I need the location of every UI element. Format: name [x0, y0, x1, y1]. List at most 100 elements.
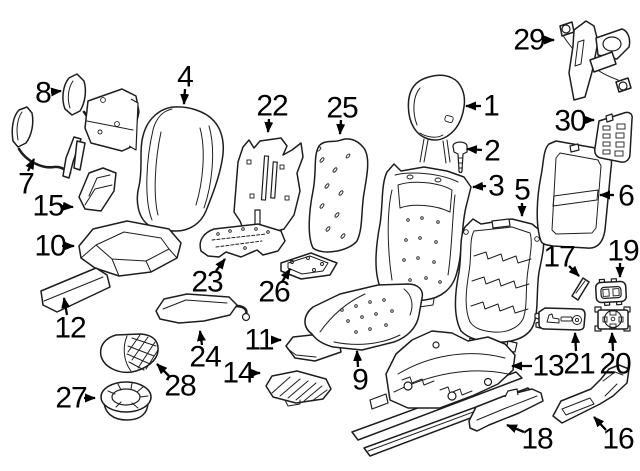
callout-arrow	[336, 119, 346, 135]
callout-label: 9	[352, 364, 368, 397]
callout-label: 14	[222, 357, 254, 390]
callout-arrow	[593, 416, 607, 431]
callout-arrow	[25, 158, 36, 172]
callout-seat-adjustment-mechanism: 13	[511, 350, 565, 383]
callout-label: 26	[258, 276, 290, 309]
part-1-headrest	[407, 74, 466, 164]
callout-label: 8	[35, 77, 51, 110]
callout-outer-side-trim: 16	[593, 416, 635, 456]
callout-seat-blower: 27	[55, 382, 96, 415]
callout-label: 2	[484, 135, 500, 168]
part-5-backrest-frame	[454, 218, 545, 353]
callout-label: 23	[191, 266, 223, 299]
part-21-seat-control-switch	[534, 307, 586, 331]
callout-backrest-cover: 3	[472, 170, 505, 203]
callout-arrow	[571, 332, 581, 352]
callout-label: 12	[54, 312, 86, 345]
part-9-seat-cushion-pad	[304, 283, 424, 351]
callout-trim-clip: 17	[543, 241, 580, 277]
callout-label: 21	[563, 348, 595, 381]
callout-arrow	[215, 258, 226, 272]
callout-seat-cushion-pad: 9	[352, 350, 369, 397]
part-28-mesh-pad	[99, 333, 159, 374]
part-17-trim-clip	[571, 277, 590, 301]
callout-backrest-frame: 5	[514, 174, 531, 217]
callout-label: 18	[521, 423, 553, 456]
callout-backrest-rear-panel: 6	[599, 180, 635, 213]
callout-trim-panel-with-cable: 24	[189, 330, 222, 374]
callout-arrow	[353, 350, 363, 368]
callout-lumbar-wire-support: 7	[18, 158, 36, 201]
callout-arrow	[280, 268, 291, 283]
callout-headrest-screw: 2	[466, 135, 501, 168]
callout-cushion-pad-panel: 25	[326, 92, 359, 135]
callout-backrest-panel: 22	[256, 90, 289, 133]
part-2-headrest-screw	[452, 141, 468, 174]
callout-label: 16	[602, 423, 634, 456]
callout-arrow	[180, 88, 190, 105]
callout-control-module: 30	[554, 105, 595, 138]
callout-seat-control-switch: 21	[563, 332, 596, 381]
callout-mesh-pad: 28	[156, 363, 197, 403]
callout-label: 29	[513, 24, 545, 57]
callout-arrow	[59, 201, 74, 211]
callout-side-bolster-panel: 8	[35, 77, 62, 110]
callout-arrow	[264, 118, 274, 133]
callout-cushion-insert-pad: 11	[244, 324, 282, 357]
callout-seat-rail-trim: 18	[506, 423, 554, 456]
callout-side-pocket-trim: 15	[32, 190, 74, 223]
part-7-lumbar-wire-support	[11, 106, 86, 179]
callout-label: 3	[488, 170, 504, 203]
callout-arrow	[568, 265, 580, 277]
part-29-drive-motor-assembly	[559, 20, 632, 101]
callout-arrow	[506, 423, 525, 434]
part-15-side-pocket-trim	[78, 167, 117, 212]
callout-label: 11	[244, 324, 273, 357]
callout-arrow	[50, 87, 62, 97]
callout-label: 25	[326, 92, 358, 125]
part-22-backrest-panel	[233, 137, 304, 234]
callout-label: 4	[177, 61, 193, 94]
part-20-round-adjust-switch	[594, 306, 631, 332]
callout-lumbar-switch: 19	[607, 235, 640, 278]
callout-label: 7	[18, 168, 34, 201]
callout-label: 27	[55, 382, 87, 415]
callout-arrow	[156, 363, 170, 377]
callout-seat-pan: 10	[34, 230, 75, 263]
callout-backrest-cushion: 4	[177, 61, 194, 105]
callout-headrest: 1	[465, 90, 500, 123]
part-18-seat-rail-trim	[468, 388, 544, 432]
callout-label: 28	[164, 370, 196, 403]
callout-arrow	[472, 181, 487, 191]
callout-label: 24	[189, 341, 221, 374]
callout-drive-motor-assembly: 29	[513, 24, 555, 57]
part-14-ribbed-trim-panel	[265, 370, 332, 407]
part-24-trim-panel-cable	[155, 293, 251, 324]
callout-mounting-plate: 26	[258, 268, 291, 309]
callout-label: 1	[483, 90, 499, 123]
callout-label: 6	[618, 180, 634, 213]
part-12-trim-strip	[40, 267, 111, 313]
callout-round-adjust-switch: 20	[599, 332, 632, 381]
callout-arrow	[608, 332, 618, 352]
callout-wire-mat: 23	[191, 258, 226, 299]
callout-label: 15	[32, 190, 64, 223]
part-25-cushion-pad-panel	[308, 138, 369, 253]
callout-label: 19	[607, 235, 639, 268]
part-10-seat-pan	[78, 220, 182, 277]
callout-label: 20	[599, 348, 631, 381]
callout-label: 17	[543, 241, 575, 274]
callout-label: 10	[34, 230, 66, 263]
part-16-outer-side-trim	[552, 364, 630, 424]
callout-label: 13	[532, 350, 564, 383]
part-30-control-module	[594, 111, 633, 163]
callout-arrow	[466, 145, 483, 155]
part-8-side-bolster-panel	[62, 73, 140, 152]
part-27-seat-blower	[100, 381, 152, 421]
callout-label: 22	[256, 90, 288, 123]
callout-label: 5	[514, 174, 530, 207]
callout-trim-strip: 12	[54, 297, 87, 345]
part-19-lumbar-switch	[595, 278, 627, 306]
